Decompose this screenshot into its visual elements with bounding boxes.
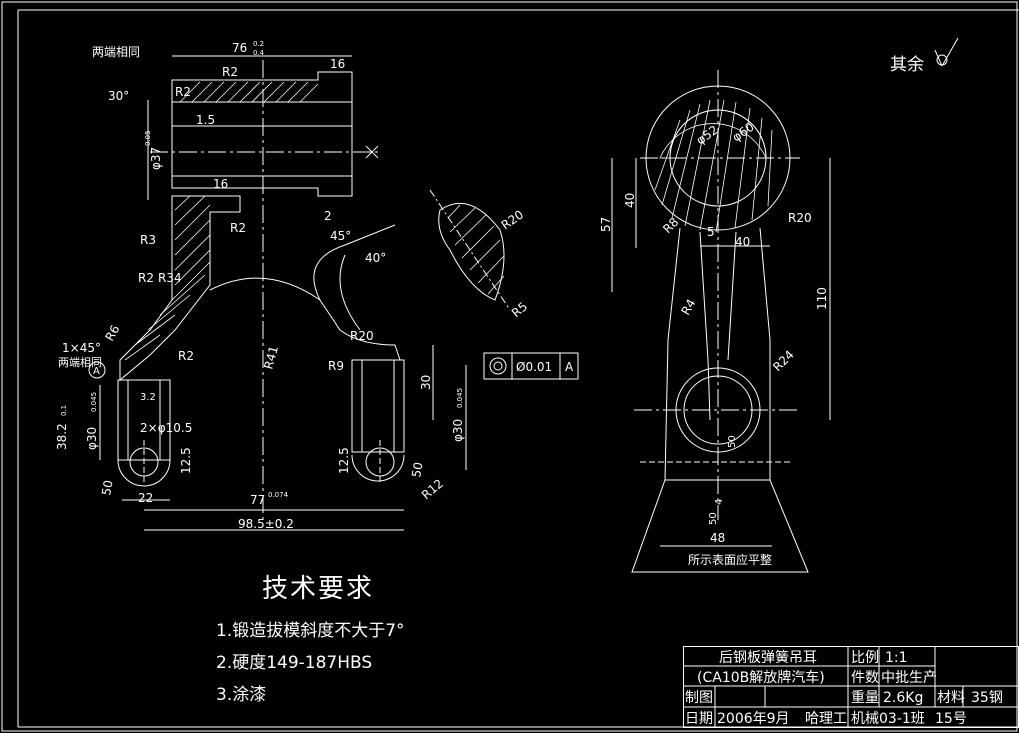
weight-label: 重量 — [851, 690, 879, 706]
dim-16: 16 — [330, 57, 345, 71]
student-number: 15号 — [935, 711, 967, 727]
dim-phi30-left: φ30 — [85, 427, 99, 450]
requirement-item-1: 1.锻造拔模斜度不大于7° — [216, 621, 405, 641]
dim-76-tol-upper: 0.2 — [253, 40, 264, 48]
dim-76: 76 — [232, 41, 247, 55]
hatch-rib — [447, 204, 505, 295]
dim-r4: R4 — [678, 297, 698, 318]
scale-value: 1:1 — [885, 650, 908, 666]
class-name: 机械03-1班 — [851, 711, 925, 727]
dim-5: 5 — [707, 225, 715, 239]
left-section-view — [88, 55, 579, 531]
dim-r2c: R2 — [230, 221, 246, 235]
gdt-value: Ø0.01 — [516, 360, 552, 374]
dim-38-tol: 0.1 — [60, 405, 68, 416]
dim-12-5b: 12.5 — [337, 447, 351, 474]
dim-r2d: R2 — [138, 271, 154, 285]
dim-22: 22 — [138, 491, 153, 505]
dim-50: 50 — [727, 435, 738, 448]
right-front-view — [611, 70, 831, 573]
dim-57: 57 — [599, 217, 613, 232]
dim-r20-top: R20 — [499, 207, 526, 232]
requirements-title: 技术要求 — [262, 574, 375, 604]
requirement-item-2: 2.硬度149-187HBS — [216, 653, 373, 673]
right-dimension-texts: φ52 φ60 57 40 R8 5 40 R20 R4 110 R24 50 … — [599, 120, 829, 567]
dim-30: 30 — [419, 375, 433, 390]
flat-surface-note: 所示表面应平整 — [688, 552, 772, 567]
dim-r3: R3 — [140, 233, 156, 247]
hatch-ring — [654, 99, 773, 233]
weight-value: 2.6Kg — [883, 690, 923, 706]
drawn-label: 制图 — [685, 690, 713, 706]
dim-r6: R6 — [102, 323, 122, 344]
count-value: 中批生产 — [881, 670, 937, 686]
dim-1-5: 1.5 — [196, 113, 215, 127]
dim-50a: 50 — [99, 479, 115, 496]
dim-r5: R5 — [509, 299, 530, 320]
school-name: 哈理工 — [805, 711, 847, 727]
dim-r20: R20 — [788, 211, 812, 225]
title-block-grid: 后钢板弹簧吊耳 (CA10B解放牌汽车) 比例 1:1 件数 中批生产 制图 重… — [683, 646, 1019, 728]
count-label: 件数 — [851, 670, 879, 686]
dim-phi30-right: φ30 — [451, 419, 465, 442]
dim-38: 38.2 — [55, 423, 69, 450]
dim-phi37: φ37 — [149, 147, 163, 170]
roughness-symbol: 其余 — [890, 37, 959, 75]
gdt-datum: A — [565, 360, 574, 374]
same-both-ends-left: 两端相同 — [58, 356, 102, 369]
dim-4: 4 — [714, 499, 725, 505]
dim-3-2: 3.2 — [140, 392, 156, 403]
dim-r12: R12 — [419, 476, 446, 502]
dim-phi52: φ52 — [694, 123, 721, 148]
dim-r34: R34 — [158, 271, 182, 285]
dim-110: 110 — [815, 287, 829, 310]
dim-hole: 2×φ10.5 — [140, 421, 192, 435]
dim-77-tol: 0.074 — [268, 491, 289, 499]
dim-77: 77 — [250, 493, 265, 507]
dim-98-5: 98.5±0.2 — [238, 517, 294, 531]
title-block: 后钢板弹簧吊耳 (CA10B解放牌汽车) 比例 1:1 件数 中批生产 制图 重… — [683, 646, 1019, 728]
datum-a-label: A — [93, 366, 100, 377]
same-both-ends-top: 两端相同 — [92, 45, 140, 59]
dim-12-5a: 12.5 — [179, 447, 193, 474]
date-label: 日期 — [685, 711, 713, 727]
dim-50b: 50 — [708, 512, 719, 525]
dim-phi30-right-tol: 0.045 — [456, 388, 464, 408]
dim-phi37-tol: 0.05 — [144, 130, 152, 146]
material-label: 材料 — [937, 690, 965, 706]
dim-30deg: 30° — [108, 89, 129, 103]
dim-45deg: 45° — [330, 229, 351, 243]
dim-76-tol-lower: 0.4 — [253, 49, 265, 57]
hatch-arm — [124, 195, 211, 361]
dim-50b: 50 — [409, 461, 425, 478]
part-name: 后钢板弹簧吊耳 — [719, 650, 817, 666]
dim-40h: 40 — [735, 235, 750, 249]
dim-r9: R9 — [328, 359, 344, 373]
rest-roughness-label: 其余 — [890, 55, 924, 75]
date-value: 2006年9月 — [717, 711, 790, 727]
dim-chamfer: 1×45° — [62, 341, 101, 355]
dim-48: 48 — [710, 531, 725, 545]
dim-r2e: R2 — [178, 349, 194, 363]
dim-16b: 16 — [213, 177, 228, 191]
dim-r2b: R2 — [175, 85, 191, 99]
scale-label: 比例 — [851, 650, 879, 666]
dim-40v: 40 — [623, 193, 637, 208]
part-subtitle: (CA10B解放牌汽车) — [697, 669, 825, 686]
dim-r20: R20 — [350, 329, 374, 343]
dim-r41: R41 — [261, 344, 281, 370]
material-value: 35钢 — [971, 690, 1003, 706]
requirement-item-3: 3.涂漆 — [216, 685, 267, 705]
dim-2: 2 — [324, 209, 332, 223]
dim-r24: R24 — [770, 348, 797, 375]
dim-phi30-left-tol: 0.045 — [90, 392, 98, 412]
dim-phi60: φ60 — [730, 120, 757, 145]
dim-40deg: 40° — [365, 251, 386, 265]
hatch-top — [179, 81, 319, 103]
dim-r2-top: R2 — [222, 65, 238, 79]
